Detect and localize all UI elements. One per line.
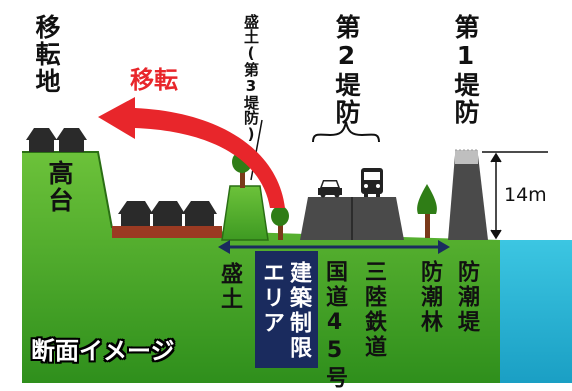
relocation-site-label: 移転地	[32, 14, 61, 95]
soil-strip	[112, 226, 222, 238]
seawall-label: 防潮堤	[454, 260, 479, 335]
sea	[500, 240, 572, 383]
height-dimension	[482, 151, 548, 240]
lowland-houses	[118, 201, 217, 226]
levee-1st-label: 第1堤防	[451, 14, 480, 126]
tree-small	[271, 206, 289, 240]
sanriku-rail-label: 三陸鉄道	[361, 260, 386, 360]
embankment-mound	[221, 185, 269, 241]
tide-forest-tree	[417, 184, 437, 238]
seawall-structure	[448, 155, 488, 240]
route45-label: 国道45号	[322, 260, 347, 391]
restricted-zone-label-a: 建築制限	[286, 261, 311, 361]
highland-label: 高台	[45, 160, 74, 214]
car-icon	[318, 180, 342, 198]
height-label: 14m	[504, 184, 547, 206]
caption: 断面イメージ	[31, 337, 175, 365]
relocation-arrow	[98, 97, 285, 208]
restricted-zone-box: 建築制限 エリア	[255, 251, 318, 368]
highland-houses	[26, 128, 87, 152]
levee-road	[300, 197, 352, 240]
levee-rail	[352, 197, 404, 240]
levee-brace	[312, 121, 380, 143]
train-icon	[361, 168, 383, 197]
relocation-arrow-label: 移転	[130, 66, 178, 94]
tide-forest-label: 防潮林	[417, 260, 442, 335]
cross-section-diagram: 移転地 移転 高台 盛土(第3堤防) 第2堤防 第1堤防 14m 盛土 建築制限…	[22, 14, 572, 391]
levee-2nd-label: 第2堤防	[332, 14, 361, 126]
embankment-3rd-label: 盛土(第3堤防)	[242, 14, 260, 143]
seawall-cap	[455, 150, 478, 164]
restricted-zone-label-b: エリア	[259, 261, 284, 336]
zone-arrow	[218, 240, 450, 254]
fill-label: 盛土	[217, 262, 242, 312]
